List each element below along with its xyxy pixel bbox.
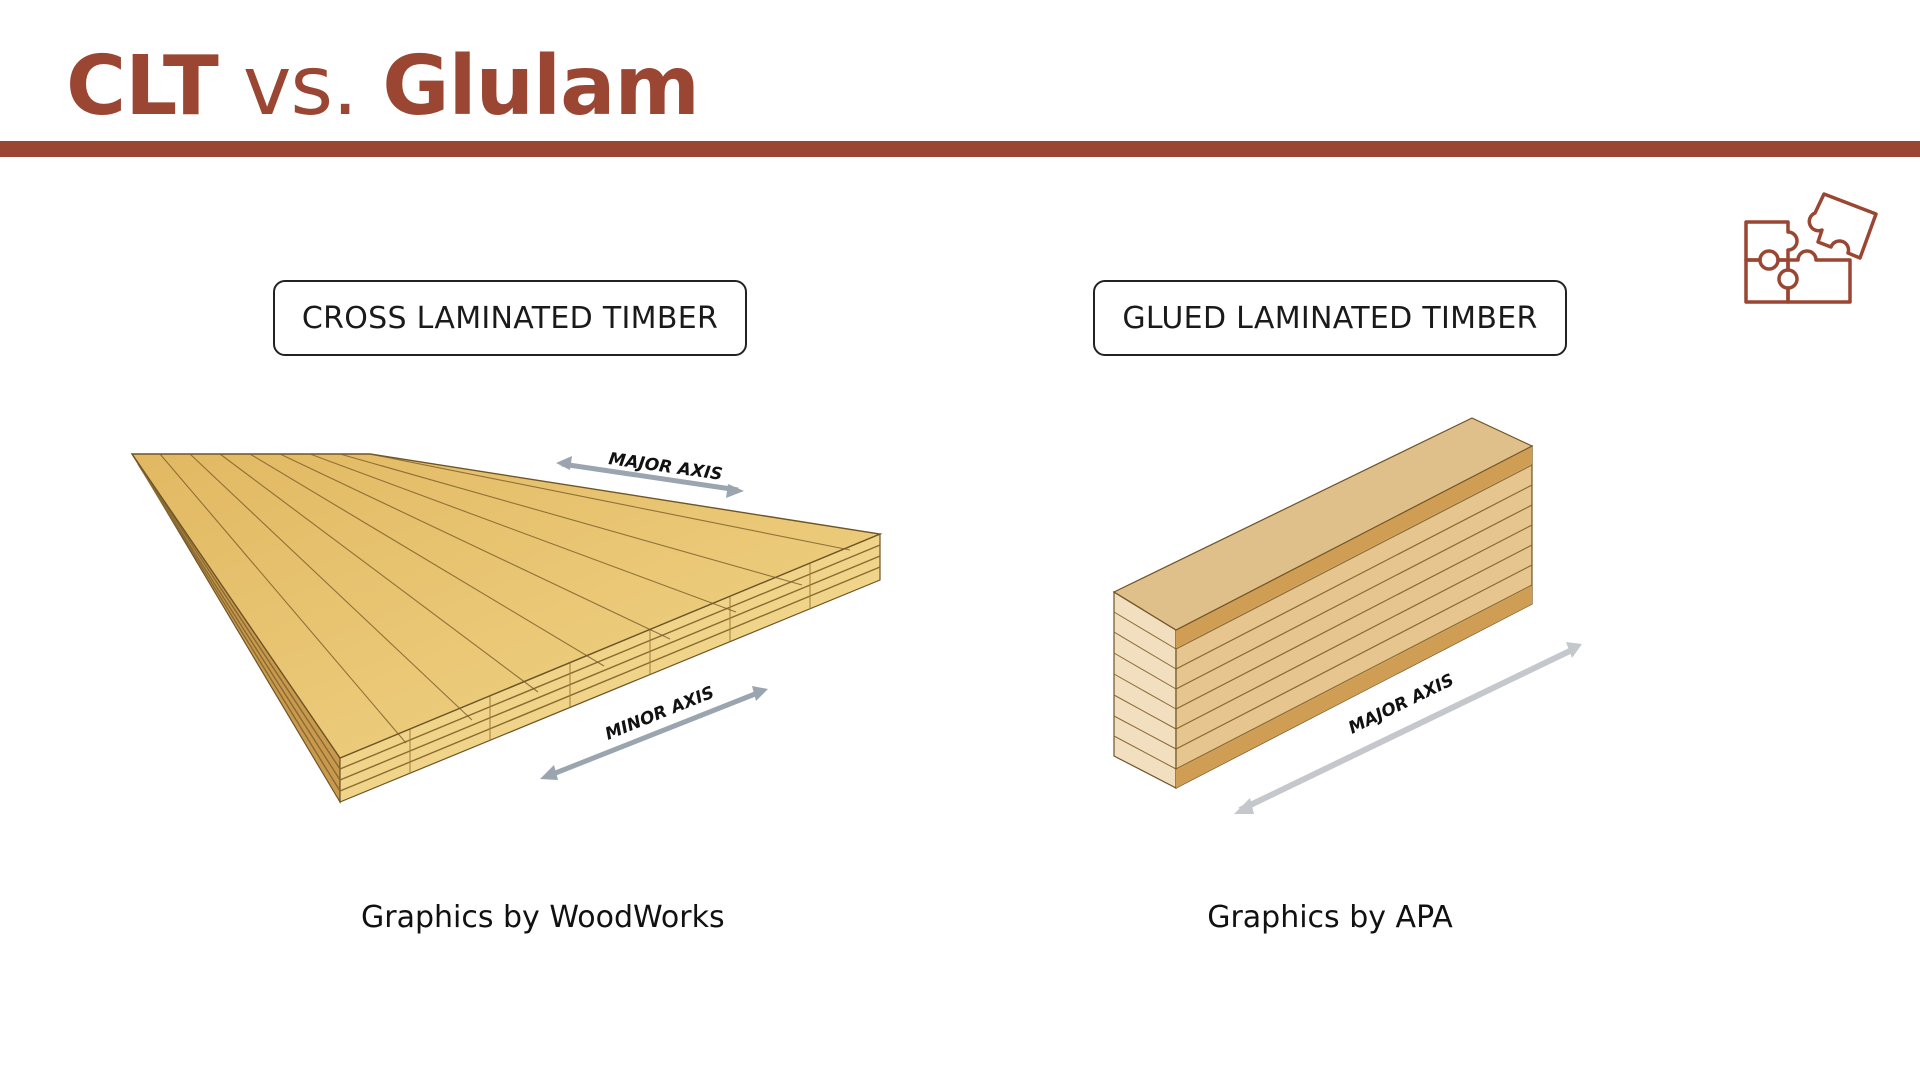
glulam-beam-illustration: MAJOR AXIS	[1112, 417, 1582, 814]
title-divider	[0, 141, 1920, 157]
clt-panel-illustration: MAJOR AXIS MINOR AXIS	[130, 449, 883, 805]
title-vs: vs.	[217, 39, 383, 134]
glulam-label-box: GLUED LAMINATED TIMBER	[1093, 280, 1567, 356]
title-glulam: Glulam	[382, 39, 700, 134]
slide-title: CLT vs. Glulam	[66, 46, 700, 128]
glulam-caption: Graphics by APA	[1207, 900, 1453, 935]
glulam-label: GLUED LAMINATED TIMBER	[1122, 300, 1538, 336]
clt-label-box: CROSS LAMINATED TIMBER	[273, 280, 747, 356]
clt-caption: Graphics by WoodWorks	[361, 900, 725, 935]
clt-label: CROSS LAMINATED TIMBER	[301, 300, 719, 336]
title-clt: CLT	[66, 39, 219, 134]
puzzle-pieces-icon	[1744, 192, 1878, 304]
